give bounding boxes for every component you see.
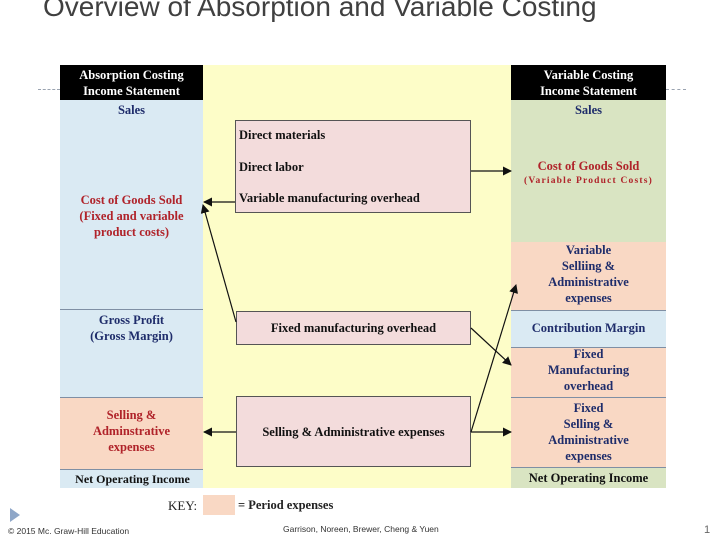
contribution-area: [511, 310, 666, 347]
divider-right: [666, 89, 686, 90]
fixed-selling-admin-variable: Fixed Selling & Administrative expenses: [511, 400, 666, 464]
arrow-fixed-to-absorption-cogs: [200, 204, 237, 323]
separator-line: [60, 469, 203, 470]
footer-triangle-icon: [10, 508, 20, 522]
absorption-selling-line3: expenses: [108, 440, 155, 454]
contribution-margin: Contribution Margin: [531, 321, 646, 335]
absorption-selling-line1: Selling &: [106, 408, 157, 422]
costing-diagram: Absorption Costing Income Statement Vari…: [60, 65, 666, 488]
absorption-cogs: Cost of Goods Sold (Fixed and variable p…: [60, 192, 203, 240]
fixed-sa-line3: Administrative: [548, 433, 629, 447]
variable-cogs-sub: (Variable Product Costs): [523, 176, 654, 186]
variable-header-line2: Income Statement: [540, 83, 637, 98]
fixed-mfg-line1: Fixed: [573, 347, 604, 361]
selling-admin-box: [236, 396, 471, 467]
absorption-sales: Sales: [117, 103, 146, 117]
slide-title: Overview of Absorption and Variable Cost…: [43, 0, 597, 22]
fixed-sa-line4: expenses: [565, 449, 612, 463]
var-sa-line4: expenses: [565, 291, 612, 305]
separator-line: [511, 397, 666, 398]
fixed-mfg-line3: overhead: [563, 379, 614, 393]
variable-net-income: Net Operating Income: [528, 471, 649, 485]
separator-line: [511, 310, 666, 311]
selling-admin-expenses: Selling & Administrative expenses: [262, 425, 445, 439]
separator-line: [60, 397, 203, 398]
footer-authors: Garrison, Noreen, Brewer, Cheng & Yuen: [283, 524, 439, 534]
absorption-cogs-line1: Cost of Goods Sold: [80, 193, 183, 207]
absorption-sales-cogs-area: [60, 100, 203, 309]
fixed-mfg-line2: Manufacturing: [547, 363, 630, 377]
page-number: 1: [704, 524, 711, 536]
arrow-to-fixed-mfg: [470, 327, 512, 366]
flow-arrows: [200, 166, 518, 437]
key-label: KEY:: [168, 498, 198, 513]
variable-selling-admin: Variable Selliing & Administrative expen…: [511, 242, 666, 306]
absorption-selling-admin: Selling & Adminstrative expenses: [60, 407, 203, 455]
product-costs-box: [235, 120, 471, 213]
absorption-cogs-line3: product costs): [93, 225, 170, 239]
absorption-header-line2: Income Statement: [83, 83, 180, 98]
absorption-selling-line2: Adminstrative: [92, 424, 171, 438]
gross-profit-line1: Gross Profit: [98, 313, 165, 327]
arrow-to-variable-selling: [470, 284, 518, 433]
variable-sales-cogs-area: [511, 100, 666, 242]
fixed-mfg-overhead-box: [236, 311, 471, 345]
variable-sales: Sales: [574, 103, 603, 117]
divider-left: [38, 89, 60, 90]
separator-line: [511, 467, 666, 468]
fixed-mfg-overhead-variable: Fixed Manufacturing overhead: [511, 346, 666, 394]
variable-header-line1: Variable Costing: [543, 67, 634, 82]
var-sa-line3: Administrative: [548, 275, 629, 289]
var-sa-line2: Selliing &: [561, 259, 616, 273]
fixed-mfg-overhead: Fixed manufacturing overhead: [270, 321, 437, 335]
key-swatch: [203, 495, 235, 515]
fixed-mfg-area: [511, 347, 666, 397]
variable-cogs: Cost of Goods Sold: [537, 159, 640, 173]
variable-header: Variable Costing Income Statement: [511, 65, 666, 100]
absorption-selling-area: [60, 397, 203, 469]
absorption-header: Absorption Costing Income Statement: [60, 65, 203, 100]
separator-line: [511, 347, 666, 348]
fixed-sa-line1: Fixed: [573, 401, 604, 415]
direct-labor: Direct labor: [239, 160, 304, 174]
variable-selling-area: [511, 242, 666, 310]
key-text: = Period expenses: [238, 498, 334, 512]
var-sa-line1: Variable: [565, 243, 612, 257]
variable-net-area: [511, 467, 666, 488]
absorption-net-income: Net Operating Income: [75, 472, 190, 486]
absorption-gross-profit: Gross Profit (Gross Margin): [60, 312, 203, 344]
absorption-net-area: [60, 469, 203, 488]
separator-line: [60, 309, 203, 310]
variable-mfg-overhead: Variable manufacturing overhead: [239, 191, 420, 205]
absorption-header-line1: Absorption Costing: [79, 67, 184, 82]
absorption-cogs-line2: (Fixed and variable: [79, 209, 184, 223]
gross-profit-line2: (Gross Margin): [90, 329, 173, 343]
footer-copyright: © 2015 Mc. Graw-Hill Education: [8, 526, 130, 536]
fixed-sa-area: [511, 397, 666, 467]
fixed-sa-line2: Selling &: [563, 417, 614, 431]
direct-materials: Direct materials: [239, 128, 326, 142]
absorption-gross-area: [60, 309, 203, 397]
